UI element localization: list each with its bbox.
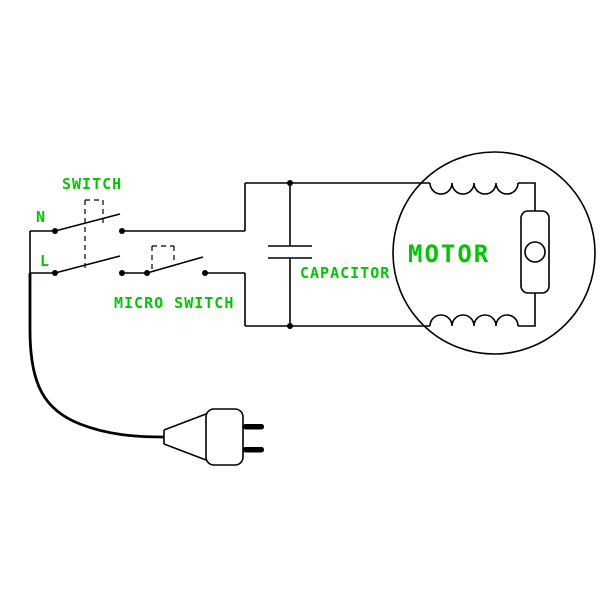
neutral-label: N [36,208,46,226]
junction-dot [119,270,125,276]
motor-terminal-box [520,210,550,294]
wire-winding-bottom-right [518,293,536,327]
plug-pin-top [243,424,264,430]
switch-label: SWITCH [62,175,122,193]
motor-body-circle [392,151,596,355]
motor-terminal-circle [524,241,546,263]
label-layer: SWITCH N L MICRO SWITCH CAPACITOR MOTOR [36,175,490,312]
micro-switch-lever [146,256,204,274]
motor-label: MOTOR [408,240,490,268]
switch-lever-l [54,255,121,274]
junction-dot [287,323,293,329]
plug-grip [163,413,207,461]
wire-winding-top-right [518,182,536,211]
live-label: L [40,252,50,270]
micro-switch-label: MICRO SWITCH [114,294,234,312]
capacitor-label: CAPACITOR [300,264,390,282]
junction-dot [52,270,58,276]
motor-winding-top [429,182,519,195]
junction-dot [287,180,293,186]
motor-winding-bottom [429,314,519,327]
junction-layer [52,180,293,453]
plug-pin-bottom [243,447,264,453]
junction-dot [202,270,208,276]
linkage-layer [84,199,175,270]
junction-dot [52,228,58,234]
switch-lever-n [54,213,121,232]
junction-dot [144,270,150,276]
plug-body [205,408,244,466]
power-cable [28,273,165,439]
wire-layer [28,151,596,466]
junction-dot [119,228,125,234]
